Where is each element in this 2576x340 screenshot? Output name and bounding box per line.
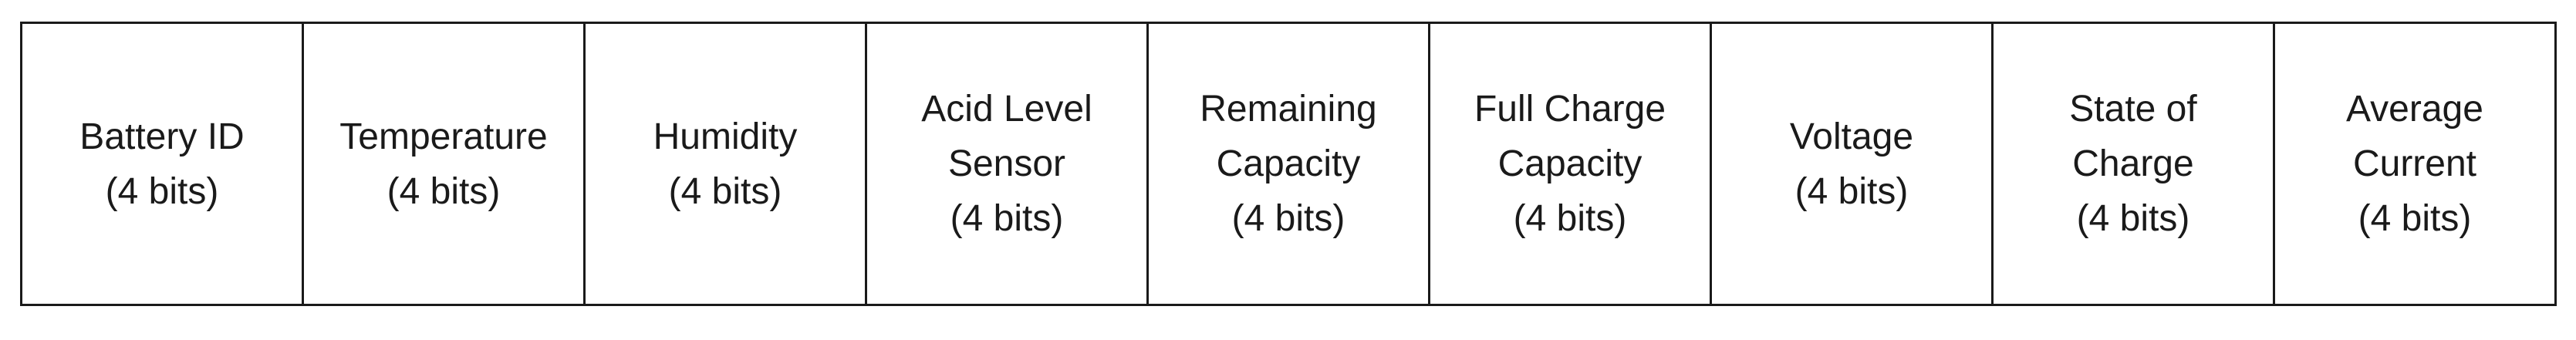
field-size: (4 bits) [1513,198,1627,239]
field-label: Voltage (4 bits) [1790,109,1913,219]
field-label: Remaining Capacity (4 bits) [1200,82,1376,246]
field-label-line: Battery ID [79,116,245,157]
field-label: Battery ID (4 bits) [79,109,244,219]
field-size: (4 bits) [2358,198,2472,239]
field-voltage: Voltage (4 bits) [1712,24,1994,304]
field-size: (4 bits) [668,170,782,212]
field-full-charge-capacity: Full Charge Capacity (4 bits) [1430,24,1712,304]
field-label-line: Average [2346,89,2483,130]
field-size: (4 bits) [1231,198,1345,239]
field-size: (4 bits) [387,170,501,212]
field-label-line: Remaining [1200,89,1377,130]
field-battery-id: Battery ID (4 bits) [22,24,304,304]
field-label-line: Charge [2072,143,2194,184]
field-label: State of Charge (4 bits) [2069,82,2196,246]
field-label: Full Charge Capacity (4 bits) [1474,82,1666,246]
field-size: (4 bits) [950,198,1064,239]
field-label-line: Capacity [1216,143,1361,184]
field-label: Average Current (4 bits) [2346,82,2483,246]
field-humidity: Humidity (4 bits) [586,24,867,304]
field-label-line: Temperature [339,116,548,157]
field-label-line: Full Charge [1474,89,1666,130]
field-label-line: Sensor [947,143,1066,184]
field-label: Acid Level Sensor (4 bits) [921,82,1092,246]
field-label: Temperature (4 bits) [339,109,547,219]
field-label-line: Acid Level [921,89,1092,130]
field-label-line: State of [2069,89,2197,130]
field-label: Humidity (4 bits) [653,109,798,219]
field-average-current: Average Current (4 bits) [2275,24,2554,304]
field-label-line: Humidity [653,116,798,157]
field-size: (4 bits) [1794,170,1909,212]
field-state-of-charge: State of Charge (4 bits) [1994,24,2275,304]
field-acid-level-sensor: Acid Level Sensor (4 bits) [867,24,1149,304]
field-remaining-capacity: Remaining Capacity (4 bits) [1149,24,1430,304]
field-size: (4 bits) [2076,198,2190,239]
field-label-line: Voltage [1789,116,1914,157]
field-size: (4 bits) [105,170,219,212]
field-label-line: Current [2352,143,2477,184]
field-label-line: Capacity [1497,143,1642,184]
packet-format-diagram: Battery ID (4 bits) Temperature (4 bits)… [20,22,2557,306]
field-temperature: Temperature (4 bits) [304,24,586,304]
